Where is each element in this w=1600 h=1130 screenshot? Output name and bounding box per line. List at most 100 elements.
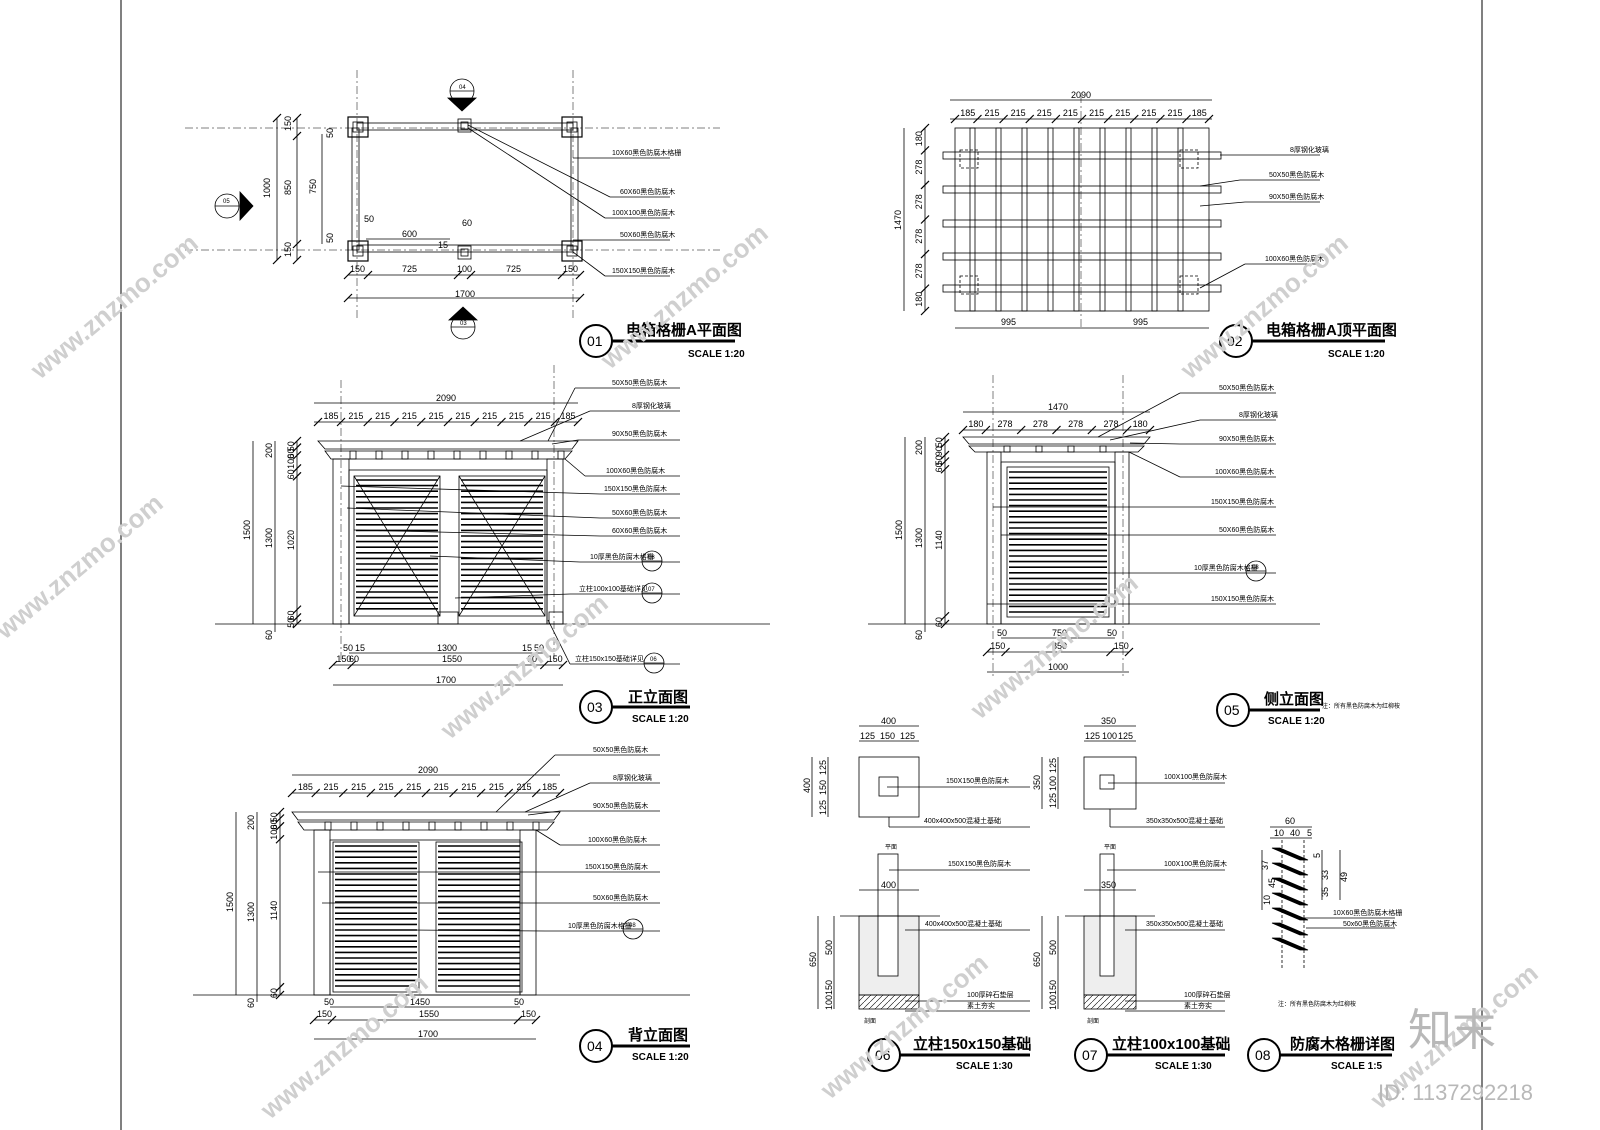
elev05-callout: 50X60黑色防腐木 — [1219, 525, 1274, 534]
plan01-dim: 1700 — [455, 289, 475, 299]
elev03-tag: 06 — [650, 657, 657, 663]
plan02-dim: 278 — [914, 229, 924, 244]
found06-dim: 400 — [881, 880, 896, 890]
elev03-dim: 1700 — [436, 675, 456, 685]
plan01-tag-top: 04 — [459, 85, 466, 91]
beam-end — [479, 450, 487, 460]
elev03-dim: 60 — [286, 469, 296, 479]
found06-dim: 400 — [802, 778, 812, 793]
elev05-dim: 1140 — [934, 530, 944, 549]
elev04-dim: 60 — [246, 998, 256, 1008]
view-01-plan: 04 05 03 1000 150 850 150 50 750 50 50 6… — [185, 70, 745, 360]
elev05-dim: 150 — [990, 641, 1005, 651]
beam-end — [557, 450, 565, 460]
elev04-dim: 215 — [351, 782, 366, 792]
elev04-tag: 08 — [629, 923, 636, 929]
view-scale: SCALE 1:5 — [1331, 1061, 1383, 1072]
elev03-dim: 100 — [286, 454, 296, 469]
elev04-dim: 150 — [521, 1009, 536, 1019]
elev03-callout: 立柱100x100基础详见 — [579, 584, 648, 593]
elev04-callout: 150X150黑色防腐木 — [585, 862, 648, 871]
detail08-callout: 50x60黑色防腐木 — [1343, 919, 1397, 928]
elev05-callout: 100X60黑色防腐木 — [1215, 467, 1274, 476]
elev03-dim: 50 — [286, 441, 296, 451]
elev03-dim: 60 — [527, 654, 537, 664]
elev03-dim: 1020 — [286, 530, 296, 550]
view-title: 立柱150x150基础 — [913, 1035, 1031, 1053]
elev05-dim: 90 — [934, 446, 944, 456]
plan02-dim: 180 — [914, 131, 924, 146]
beam-end — [1099, 445, 1107, 453]
elev03-dim: 50 — [534, 643, 544, 653]
elev04-dim: 50 — [324, 997, 334, 1007]
beam-end — [454, 821, 462, 831]
found07-dim: 100 — [1048, 995, 1058, 1010]
watermark-text: www.znzmo.com — [1174, 228, 1354, 386]
beam-end — [402, 821, 410, 831]
beam-end — [401, 450, 409, 460]
beam-end — [427, 450, 435, 460]
elev03-dim: 200 — [264, 443, 274, 458]
plan02-dim: 180 — [914, 292, 924, 307]
plan02-dim: 215 — [1115, 108, 1130, 118]
elev04-dim: 150 — [317, 1009, 332, 1019]
found06-dim: 150 — [880, 731, 895, 741]
found07-dim: 125 — [1085, 731, 1100, 741]
found06-dim: 100 — [824, 995, 834, 1010]
found06-callout: 150X150黑色防腐木 — [948, 859, 1011, 868]
view-number: 03 — [587, 699, 603, 715]
found07-dim: 100 — [1048, 776, 1058, 791]
plan01-dim: 750 — [308, 179, 318, 194]
elev03-dim: 60 — [349, 654, 359, 664]
elev05-dim: 278 — [1033, 419, 1048, 429]
elev04-dim: 1550 — [419, 1009, 439, 1019]
elev04-dim: 215 — [461, 782, 476, 792]
plan02-dim: 215 — [1011, 108, 1026, 118]
plan02-callout: 8厚钢化玻璃 — [1290, 145, 1329, 154]
plan02-dim: 1470 — [893, 210, 903, 230]
elev05-dim: 750 — [1052, 628, 1067, 638]
plan02-slats — [942, 127, 1222, 312]
plan02-dim: 215 — [1037, 108, 1052, 118]
watermark-logo: 知末 — [1408, 1006, 1496, 1055]
plan02-dim: 215 — [1167, 108, 1182, 118]
plan01-tag-side: 05 — [223, 199, 230, 205]
elev03-dim: 50 — [343, 643, 353, 653]
beam-end — [349, 450, 357, 460]
elev04-dim: 215 — [406, 782, 421, 792]
elev03-callout: 8厚钢化玻璃 — [632, 401, 671, 410]
found07-dim: 350 — [1101, 716, 1116, 726]
view-title: 防腐木格栅详图 — [1290, 1035, 1395, 1053]
found06-dim: 125 — [860, 731, 875, 741]
plan01-dim: 60 — [462, 218, 472, 228]
elev04-dim: 1140 — [269, 901, 279, 920]
view-title: 正立面图 — [628, 688, 688, 706]
elev05-dim: 50 — [934, 455, 944, 465]
plan02-callout: 90X50黑色防腐木 — [1269, 192, 1324, 201]
beam-end — [375, 450, 383, 460]
plan01-callout: 60X60黑色防腐木 — [620, 187, 675, 196]
plan01-callout: 100X100黑色防腐木 — [612, 208, 675, 217]
found07-dim: 650 — [1032, 952, 1042, 967]
beam-end — [506, 821, 514, 831]
elev05-dim: 1470 — [1048, 402, 1068, 412]
view-scale: SCALE 1:20 — [1268, 716, 1325, 727]
elev05-callout: 8厚钢化玻璃 — [1239, 410, 1278, 419]
found07-callout: 350x350x500混凝土基础 — [1146, 816, 1223, 825]
detail08-dim: 5 — [1307, 828, 1312, 838]
elev03-dim: 215 — [429, 411, 444, 421]
elev03-callout: 150X150黑色防腐木 — [604, 484, 667, 493]
elev05-dim: 50 — [997, 628, 1007, 638]
view-scale: SCALE 1:20 — [632, 714, 689, 725]
elev03-tag: 07 — [648, 587, 655, 593]
elev04-dim: 185 — [298, 782, 313, 792]
view-08-slat-detail: 60 10 40 5 37 45 10 5 33 35 49 10X60黑色防腐… — [1247, 816, 1402, 1072]
watermark-id: ID: 1137292218 — [1378, 1080, 1533, 1105]
found07-dim: 350 — [1032, 775, 1042, 790]
beam-end — [350, 821, 358, 831]
elev04-callout: 8厚钢化玻璃 — [613, 773, 652, 782]
elev03-dim: 1300 — [264, 528, 274, 548]
